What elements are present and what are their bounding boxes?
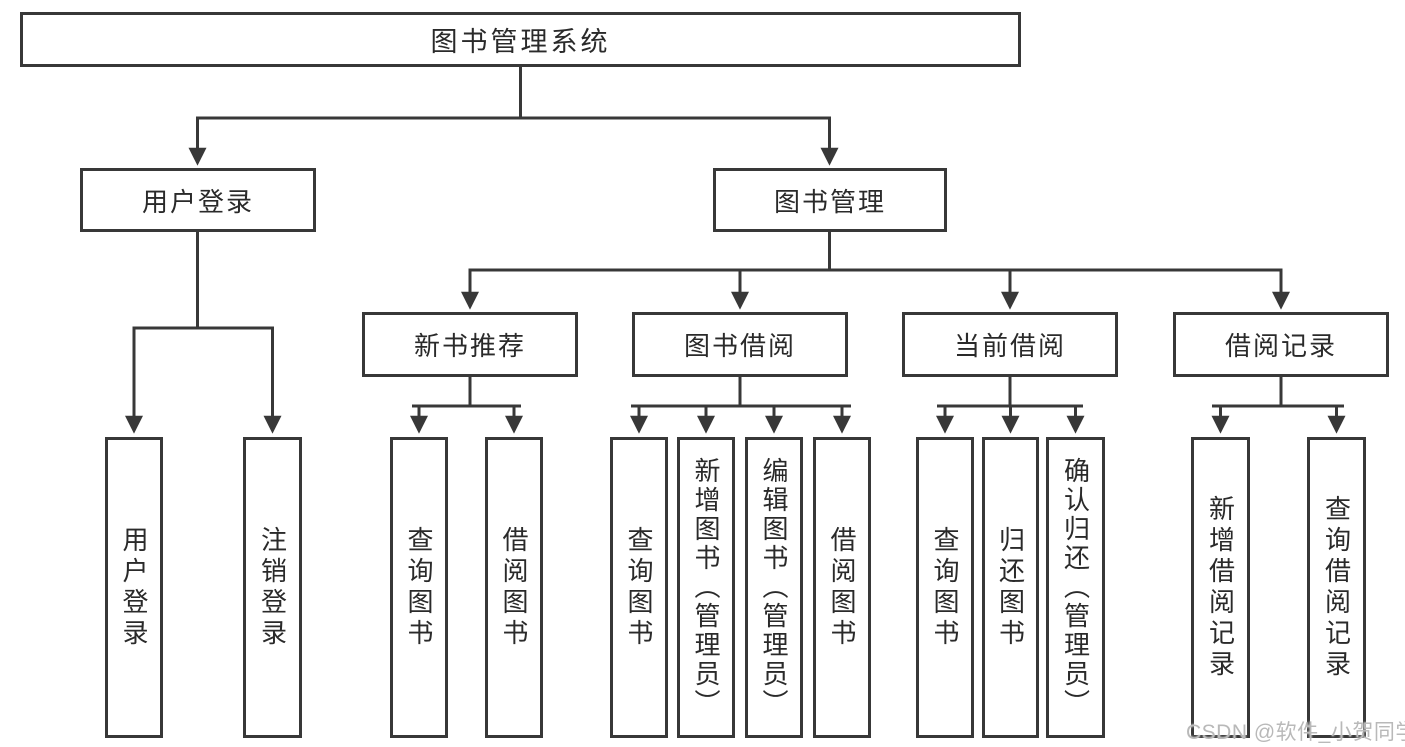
- connector-user-login-to-leaves: [125, 232, 282, 434]
- node-user-login-label: 用户登录: [141, 186, 254, 217]
- csdn-watermark: CSDN @软件_小贺同学: [1186, 721, 1405, 744]
- connector-current-borrow-to-leaves: [936, 377, 1085, 434]
- leaf-return-book: 归还图书: [982, 437, 1039, 738]
- leaf-logout-label: 注销登录: [257, 525, 288, 650]
- leaf-borrow-books-recommend-label: 借阅图书: [499, 525, 529, 650]
- leaf-return-book-label: 归还图书: [995, 525, 1026, 650]
- leaf-query-books-recommend-label: 查询图书: [404, 525, 434, 650]
- leaf-borrow-books-recommend: 借阅图书: [485, 437, 543, 738]
- leaf-query-borrow-record-label: 查询借阅记录: [1321, 494, 1352, 681]
- leaf-add-borrow-record: 新增借阅记录: [1191, 437, 1250, 738]
- node-current-borrow: 当前借阅: [902, 312, 1118, 377]
- leaf-add-book-admin: 新增图书（管理员）: [677, 437, 735, 738]
- node-library-system: 图书管理系统: [20, 12, 1021, 67]
- node-book-management-label: 图书管理: [773, 186, 886, 217]
- node-user-login: 用户登录: [80, 168, 316, 232]
- leaf-user-login-label: 用户登录: [119, 525, 149, 650]
- leaf-query-books-current-label: 查询图书: [930, 525, 960, 650]
- connector-book-mgmt-to-level3: [461, 232, 1290, 310]
- leaf-borrow-books-label: 借阅图书: [827, 525, 857, 650]
- node-borrow-records: 借阅记录: [1173, 312, 1389, 377]
- node-book-borrow: 图书借阅: [632, 312, 848, 377]
- leaf-confirm-return-admin-label: 确认归还（管理员）: [1060, 457, 1091, 718]
- connector-new-book-to-leaves: [410, 377, 523, 434]
- node-current-borrow-label: 当前借阅: [953, 331, 1066, 361]
- leaf-query-books-borrow-label: 查询图书: [624, 525, 654, 650]
- leaf-add-book-admin-label: 新增图书（管理员）: [691, 457, 721, 718]
- leaf-query-books-recommend: 查询图书: [390, 437, 448, 738]
- leaf-confirm-return-admin: 确认归还（管理员）: [1046, 437, 1105, 738]
- node-new-book-recommend-label: 新书推荐: [413, 331, 526, 361]
- node-borrow-records-label: 借阅记录: [1224, 331, 1337, 361]
- leaf-user-login: 用户登录: [105, 437, 163, 738]
- leaf-logout: 注销登录: [243, 437, 302, 738]
- leaf-query-borrow-record: 查询借阅记录: [1307, 437, 1366, 738]
- node-library-system-label: 图书管理系统: [430, 27, 611, 57]
- connector-borrow-records-to-leaves: [1211, 377, 1346, 434]
- leaf-edit-book-admin-label: 编辑图书（管理员）: [759, 457, 789, 718]
- node-book-borrow-label: 图书借阅: [683, 331, 796, 361]
- node-book-management: 图书管理: [713, 168, 947, 232]
- leaf-edit-book-admin: 编辑图书（管理员）: [745, 437, 803, 738]
- leaf-query-books-current: 查询图书: [916, 437, 974, 738]
- leaf-add-borrow-record-label: 新增借阅记录: [1205, 494, 1236, 681]
- connector-book-borrow-to-leaves: [630, 377, 851, 434]
- leaf-borrow-books: 借阅图书: [813, 437, 871, 738]
- leaf-query-books-borrow: 查询图书: [610, 437, 668, 738]
- connector-root-to-level2: [188, 66, 839, 166]
- node-new-book-recommend: 新书推荐: [362, 312, 578, 377]
